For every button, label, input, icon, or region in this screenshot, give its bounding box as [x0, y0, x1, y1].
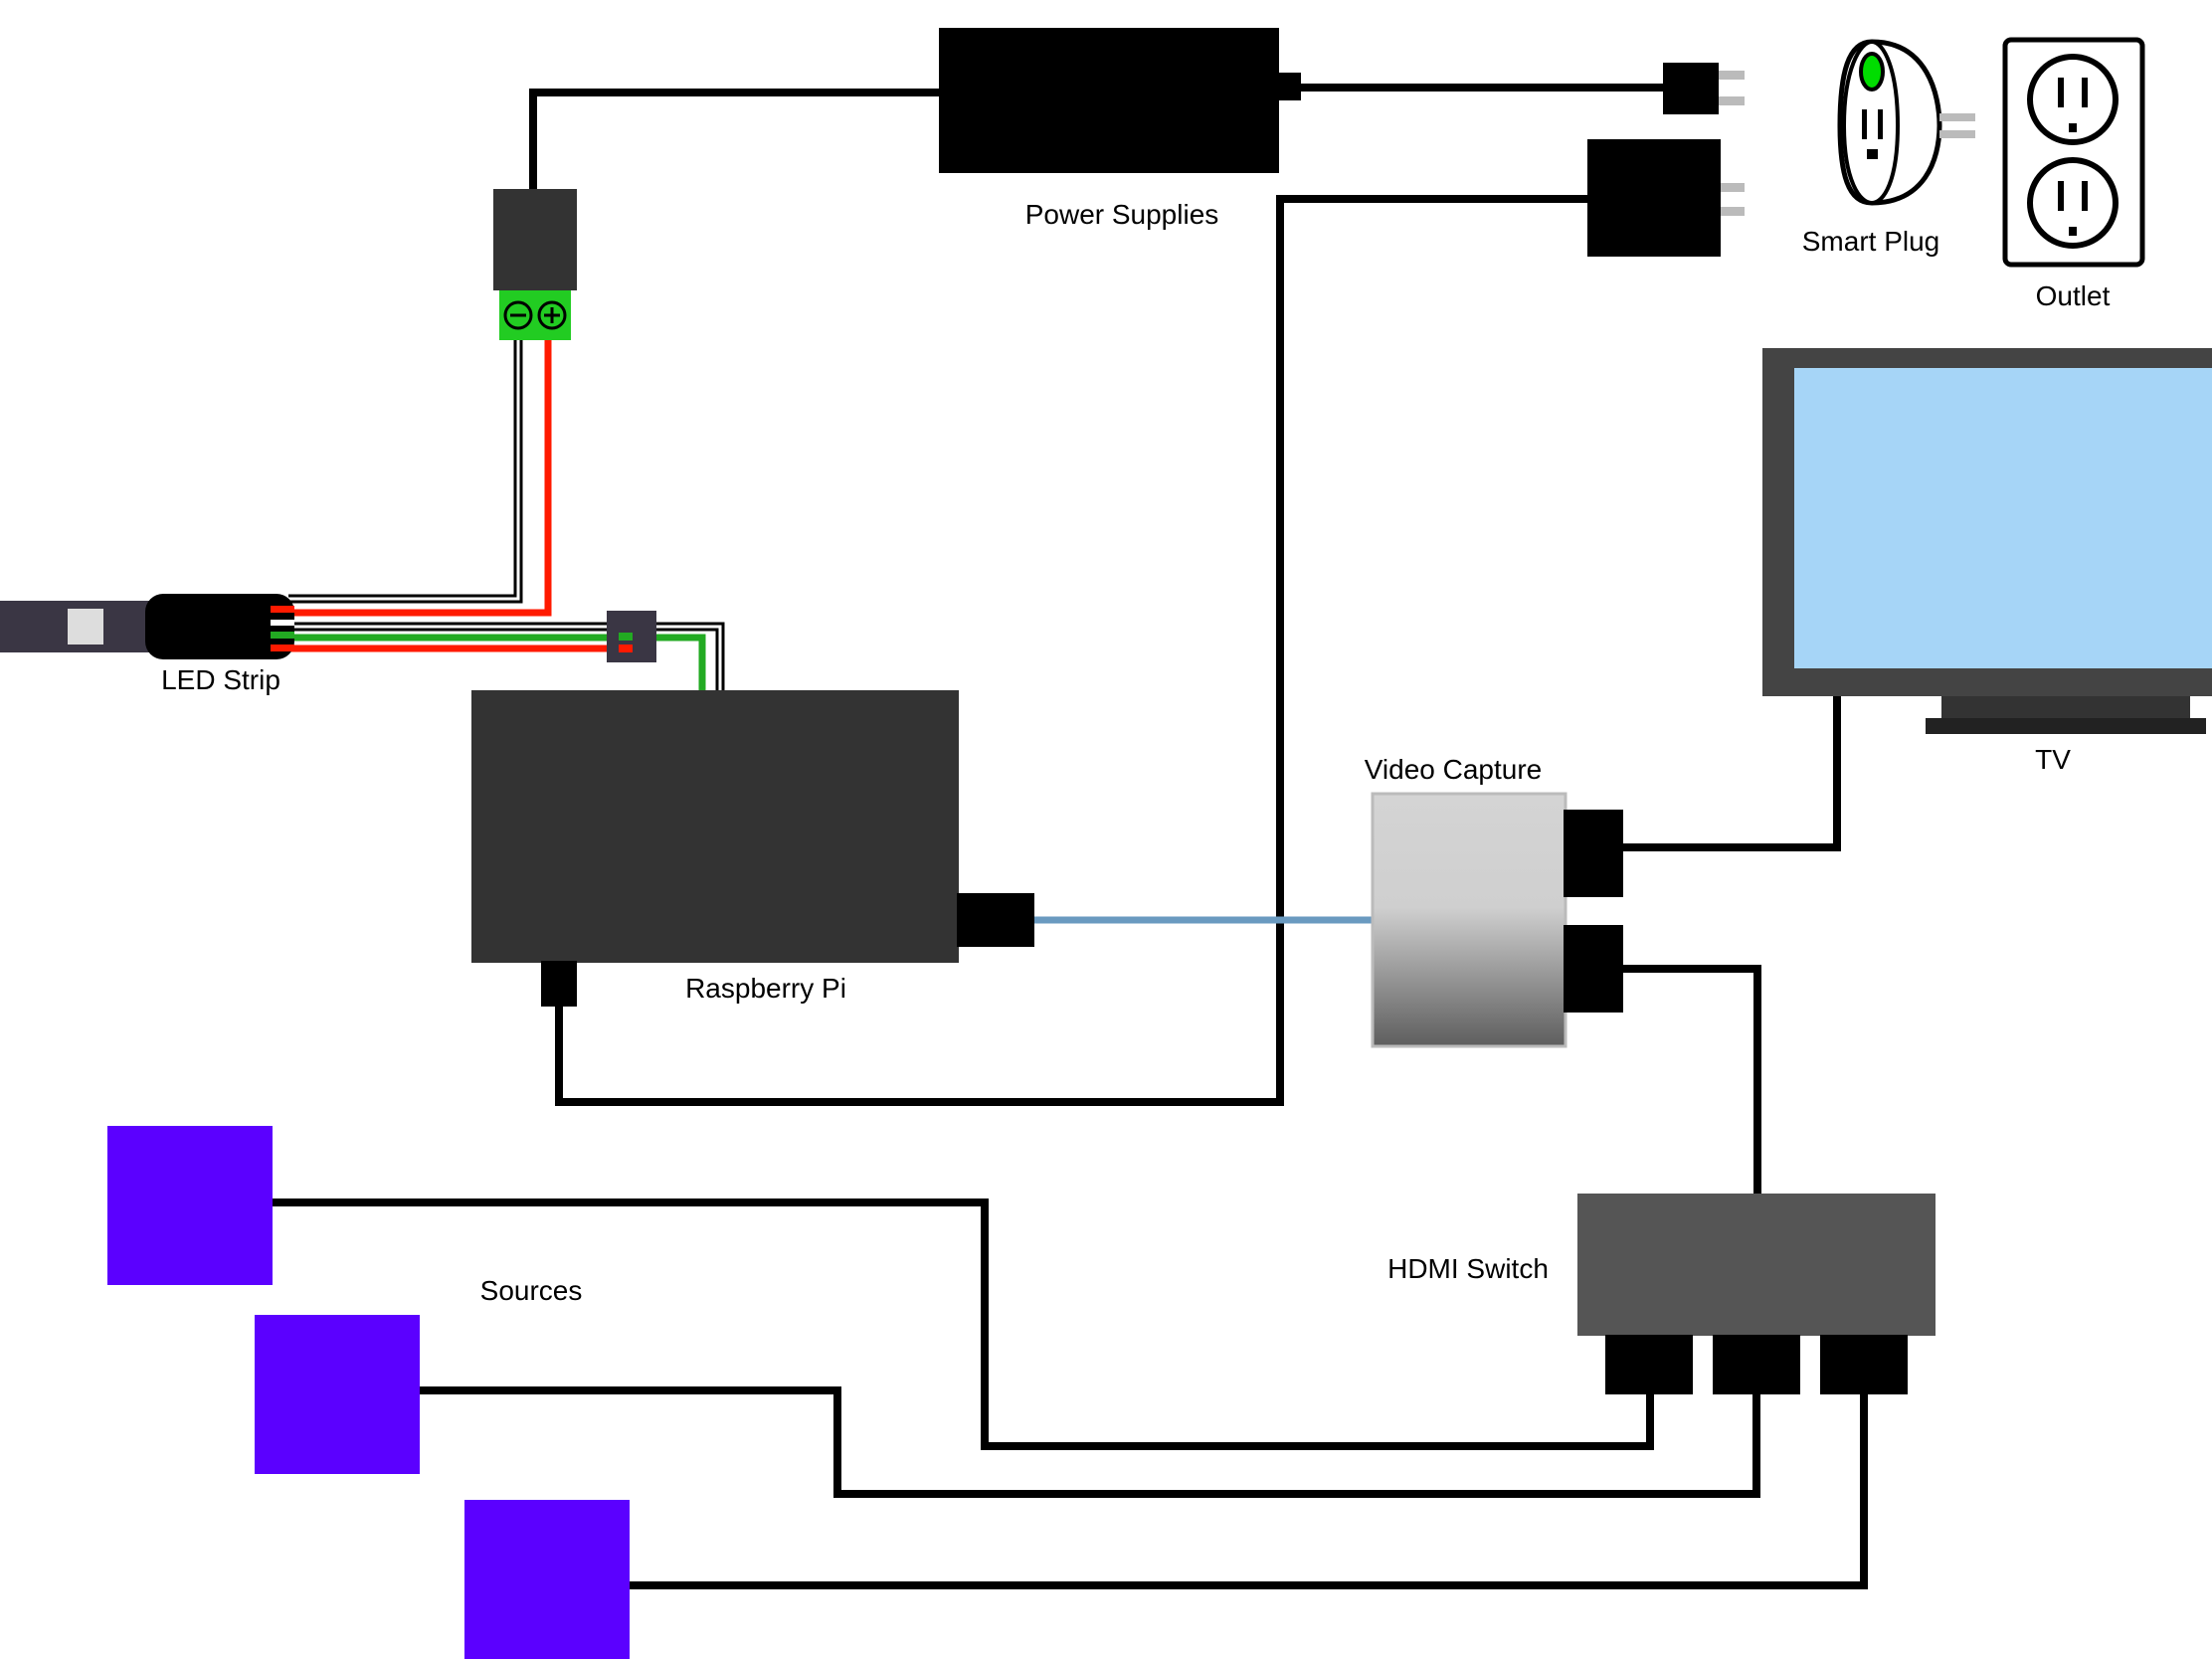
outlet-icon — [2002, 37, 2145, 268]
video-capture-label: Video Capture — [1365, 754, 1543, 785]
source-device-3 — [464, 1500, 630, 1659]
source-device-2 — [255, 1315, 420, 1474]
outlet-label: Outlet — [2036, 280, 2111, 311]
hdmi-switch-port-2 — [1713, 1335, 1800, 1394]
led-positive-wire — [288, 338, 552, 617]
source-3-cable — [627, 1392, 1868, 1589]
source-1-cable — [271, 1198, 1654, 1450]
hdmi-switch — [1577, 1194, 1936, 1394]
led-negative-wire — [288, 338, 523, 604]
psu-to-terminal-cable — [529, 89, 940, 189]
tv-label: TV — [2035, 744, 2071, 775]
capture-to-tv-cable — [1621, 692, 1841, 851]
raspberry-pi-label: Raspberry Pi — [685, 973, 846, 1004]
led-strip-label: LED Strip — [161, 664, 280, 695]
gpio-connector — [607, 611, 656, 662]
pi-power-cable — [555, 195, 1589, 1106]
smart-plug-label: Smart Plug — [1802, 226, 1940, 257]
hdmi-switch-port-3 — [1820, 1335, 1908, 1394]
source-device-1 — [107, 1126, 273, 1285]
smart-plug-icon — [1837, 39, 1975, 206]
tv-screen — [1794, 368, 2212, 668]
raspberry-pi — [471, 690, 1034, 1007]
led-chip — [68, 609, 103, 645]
pi-power-port — [541, 961, 577, 1007]
capture-output-port — [1564, 810, 1623, 897]
capture-input-port — [1564, 925, 1623, 1013]
terminal-block-icon — [493, 189, 577, 340]
hdmi-switch-port-1 — [1605, 1335, 1693, 1394]
hdmi-switch-label: HDMI Switch — [1387, 1253, 1549, 1284]
cables — [271, 84, 1868, 1589]
pi-usb-port — [957, 893, 1034, 947]
switch-to-capture-cable — [1621, 965, 1761, 1196]
plug-icon — [1663, 63, 1745, 114]
power-supplies-label: Power Supplies — [1025, 199, 1219, 230]
sources-label: Sources — [480, 1275, 583, 1306]
video-capture — [1371, 792, 1623, 1048]
led-data-wire-green — [288, 634, 706, 696]
smart-plug-status-light — [1859, 52, 1885, 92]
tv-icon — [1762, 348, 2212, 734]
source-2-cable — [418, 1386, 1760, 1498]
power-supply-main — [939, 28, 1301, 173]
led-strip — [0, 594, 294, 659]
power-adapter-icon — [1587, 139, 1745, 257]
